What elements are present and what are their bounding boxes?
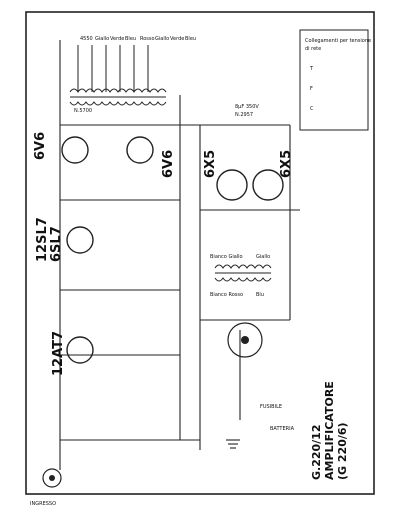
input-socket — [42, 468, 62, 488]
tube-output-right: 6V6 — [126, 136, 176, 178]
title-variant: (G 220/6) — [336, 422, 349, 480]
tube-rectifier-right: 6X5 — [252, 150, 294, 201]
legend-line-1: Collegamenti per tensione — [305, 38, 371, 44]
legend-code-t: T — [309, 66, 314, 72]
voltage-selector — [227, 322, 263, 358]
tube-label-output-left: 6V6 — [33, 132, 48, 160]
title-name: AMPLIFICATORE — [323, 381, 336, 480]
tube-label-output-right: 6V6 — [161, 150, 176, 178]
ground-symbol — [226, 439, 240, 449]
tube-label-rectifier-right: 6X5 — [279, 150, 294, 178]
transformer-label-1: Bianco Rosso — [210, 292, 243, 298]
choke-label: N.5700 — [74, 108, 92, 114]
tube-label-driver-2: 6SL7 — [49, 226, 64, 262]
tube-output-left: 6V6 — [33, 132, 89, 164]
tube-preamp: 12AT7 — [51, 331, 94, 376]
legend-code-c: C — [310, 106, 314, 112]
title-model: G.220/12 — [310, 425, 323, 481]
transformer-label-0: Bianco Giallo — [210, 254, 243, 260]
power-transformer — [214, 264, 272, 282]
fuse-label: FUSIBILE — [260, 404, 282, 410]
output-tap-2: Verde — [110, 36, 124, 42]
output-tap-7: Bleu — [185, 36, 196, 42]
battery-label: BATTERIA — [270, 426, 295, 432]
output-tap-0: 4550 — [80, 36, 93, 42]
output-tap-3: Bleu — [125, 36, 136, 42]
sheet-border — [25, 11, 375, 495]
title-block: G.220/12 AMPLIFICATORE (G 220/6) — [310, 381, 349, 480]
output-transformer — [69, 45, 167, 106]
output-tap-5: Giallo — [155, 36, 169, 42]
legend-line-2: di rete — [305, 46, 321, 52]
tube-label-rectifier-left: 6X5 — [203, 150, 218, 178]
tube-label-preamp: 12AT7 — [51, 331, 66, 376]
tube-label-driver-1: 12SL7 — [35, 217, 50, 262]
tube-driver: 12SL7 6SL7 — [35, 217, 94, 262]
output-tap-6: Verde — [170, 36, 184, 42]
mains-tap-legend: Collegamenti per tensione di rete T F C — [299, 29, 371, 131]
output-tap-4: Rosso — [140, 36, 155, 42]
transformer-label-3: Blu — [256, 292, 264, 298]
supply-cap-label: 8µF 350V — [235, 104, 259, 110]
legend-code-f: F — [310, 86, 313, 92]
wiring — [59, 40, 300, 470]
supply-cap-code: N.2957 — [235, 112, 253, 118]
input-label: INGRESSO — [30, 501, 56, 507]
transformer-label-2: Giallo — [256, 254, 270, 260]
output-tap-1: Giallo — [95, 36, 109, 42]
tube-rectifier-left: 6X5 — [203, 150, 248, 201]
